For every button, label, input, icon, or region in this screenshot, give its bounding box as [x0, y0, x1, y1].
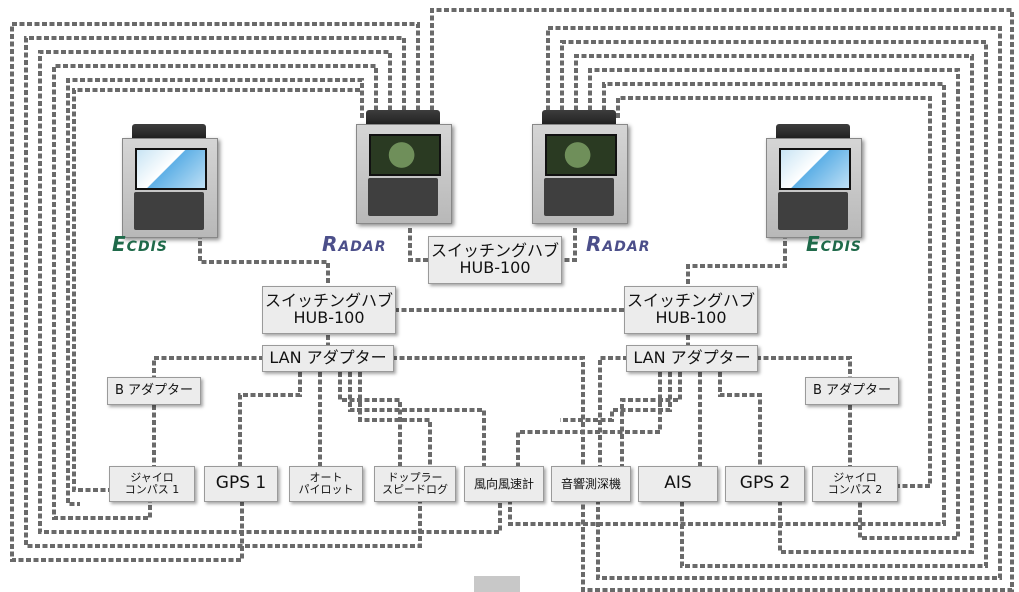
hub-title: スイッチングハブ — [626, 291, 755, 311]
ecdis-console-left — [122, 124, 218, 238]
lan-adapter-right: LAN アダプター — [626, 345, 758, 372]
hub-title: スイッチングハブ — [264, 291, 393, 311]
lan-adapter-left: LAN アダプター — [262, 345, 394, 372]
hub-title: スイッチングハブ — [430, 241, 559, 261]
ais: AIS — [638, 466, 718, 502]
radar-label-right: RADAR — [586, 232, 651, 256]
hub-model: HUB-100 — [459, 258, 531, 277]
b-adapter-left: B アダプター — [107, 377, 201, 405]
ecdis-console-right — [766, 124, 862, 238]
radar-label-left: RADAR — [322, 232, 387, 256]
b-adapter-right: B アダプター — [805, 377, 899, 405]
switching-hub-right: スイッチングハブ HUB-100 — [624, 286, 758, 334]
decorative-tab — [474, 576, 520, 592]
gyro-compass-2: ジャイロ コンパス 2 — [812, 466, 898, 502]
switching-hub-left: スイッチングハブ HUB-100 — [262, 286, 396, 334]
echo-sounder: 音響測深機 — [551, 466, 631, 502]
radar-console-right — [532, 110, 628, 224]
autopilot: オート パイロット — [289, 466, 363, 502]
hub-model: HUB-100 — [655, 308, 727, 327]
gps-2: GPS 2 — [725, 466, 805, 502]
ecdis-label-left: ECDIS — [112, 232, 168, 256]
gps-1: GPS 1 — [204, 466, 278, 502]
radar-console-left — [356, 110, 452, 224]
wind-speed-direction-meter: 風向風速計 — [464, 466, 544, 502]
hub-model: HUB-100 — [293, 308, 365, 327]
doppler-speed-log: ドップラー スピードログ — [374, 466, 456, 502]
gyro-compass-1: ジャイロ コンパス 1 — [109, 466, 195, 502]
switching-hub-center: スイッチングハブ HUB-100 — [428, 236, 562, 284]
ecdis-label-right: ECDIS — [806, 232, 862, 256]
